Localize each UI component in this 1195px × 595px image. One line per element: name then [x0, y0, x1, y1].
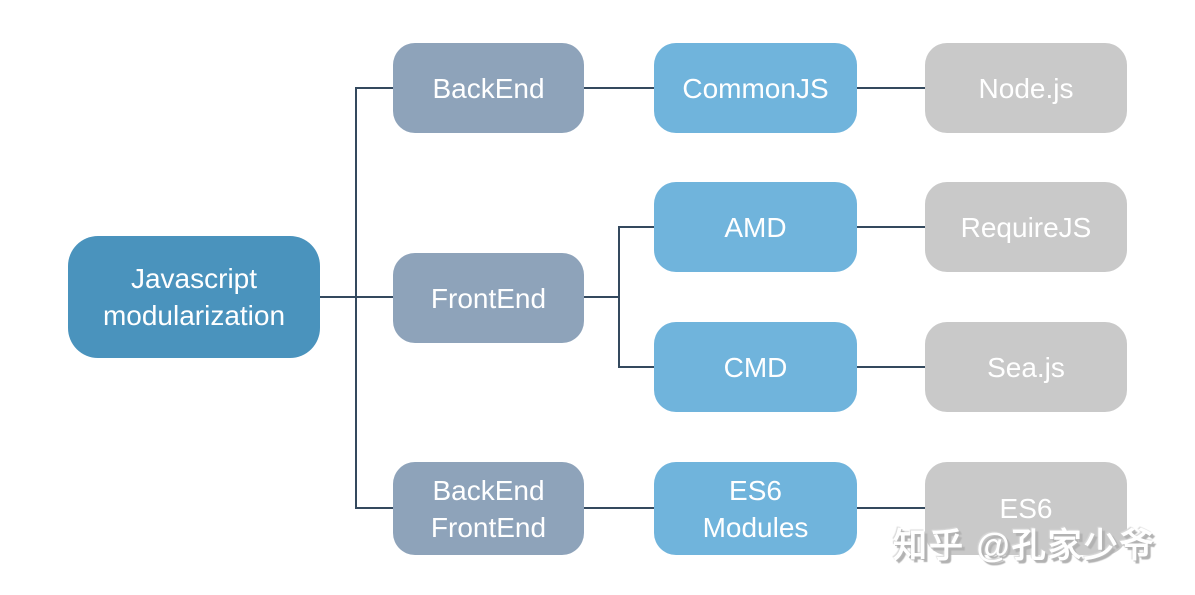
node-backend-frontend: BackEnd FrontEnd: [393, 462, 584, 555]
connector-line: [857, 507, 925, 509]
node-cmd: CMD: [654, 322, 857, 412]
node-backend: BackEnd: [393, 43, 584, 133]
node-amd: AMD: [654, 182, 857, 272]
node-nodejs: Node.js: [925, 43, 1127, 133]
connector-line: [619, 226, 654, 228]
node-requirejs: RequireJS: [925, 182, 1127, 272]
connector-line: [619, 366, 654, 368]
connector-line: [584, 296, 619, 298]
connector-line: [857, 366, 925, 368]
connector-line: [356, 87, 393, 89]
connector-line: [857, 226, 925, 228]
node-frontend: FrontEnd: [393, 253, 584, 343]
connector-line: [584, 507, 654, 509]
node-es6-modules: ES6 Modules: [654, 462, 857, 555]
node-javascript-modularization: Javascript modularization: [68, 236, 320, 358]
connector-line: [584, 87, 654, 89]
node-commonjs: CommonJS: [654, 43, 857, 133]
node-seajs: Sea.js: [925, 322, 1127, 412]
connector-line: [618, 226, 620, 368]
connector-line: [857, 87, 925, 89]
node-es6: ES6: [925, 462, 1127, 555]
connector-line: [355, 87, 357, 509]
zhihu-watermark: 知乎 @孔家少爷: [893, 527, 1156, 565]
connector-line: [356, 507, 393, 509]
